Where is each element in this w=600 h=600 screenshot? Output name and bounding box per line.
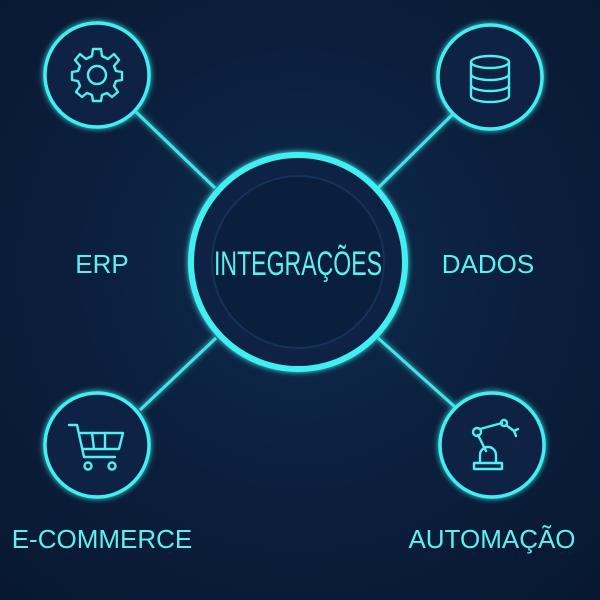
node-ring bbox=[43, 21, 151, 129]
node-automacao: AUTOMAÇÃO bbox=[408, 391, 576, 554]
connector-database-center bbox=[376, 110, 457, 190]
node-ecommerce: E-COMMERCE bbox=[12, 391, 193, 554]
node-ring bbox=[436, 23, 544, 131]
node-label: E-COMMERCE bbox=[12, 524, 193, 554]
node-ring bbox=[438, 391, 546, 499]
node-erp: ERP bbox=[43, 21, 151, 279]
gear-icon bbox=[70, 47, 124, 103]
connector-center-ecommerce bbox=[138, 336, 218, 412]
center-label: INTEGRAÇÕES bbox=[214, 245, 382, 283]
center-node: INTEGRAÇÕES bbox=[188, 152, 408, 372]
node-ring bbox=[43, 391, 151, 499]
node-label: AUTOMAÇÃO bbox=[408, 524, 575, 554]
connector-center-automation bbox=[376, 336, 457, 409]
connector-gear-center bbox=[134, 110, 217, 190]
robot-arm-icon bbox=[471, 418, 520, 471]
node-label: ERP bbox=[75, 249, 128, 279]
center-inner-disc bbox=[211, 175, 385, 349]
node-label: DADOS bbox=[442, 249, 534, 279]
database-icon bbox=[469, 54, 511, 104]
shopping-cart-icon bbox=[67, 423, 125, 471]
node-dados: DADOS bbox=[436, 23, 544, 279]
connectors bbox=[95, 110, 492, 412]
